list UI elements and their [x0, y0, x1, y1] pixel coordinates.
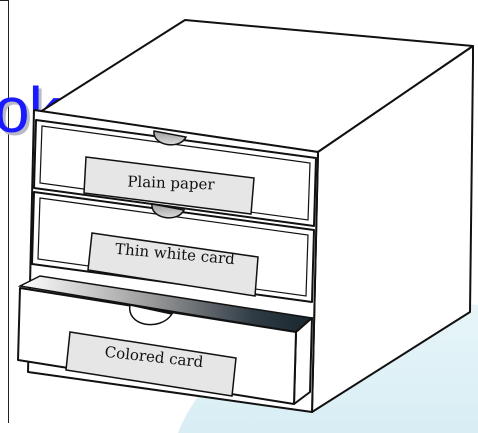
drawer-cabinet-illustration	[0, 0, 478, 433]
slide-canvas: oks	[0, 0, 478, 433]
